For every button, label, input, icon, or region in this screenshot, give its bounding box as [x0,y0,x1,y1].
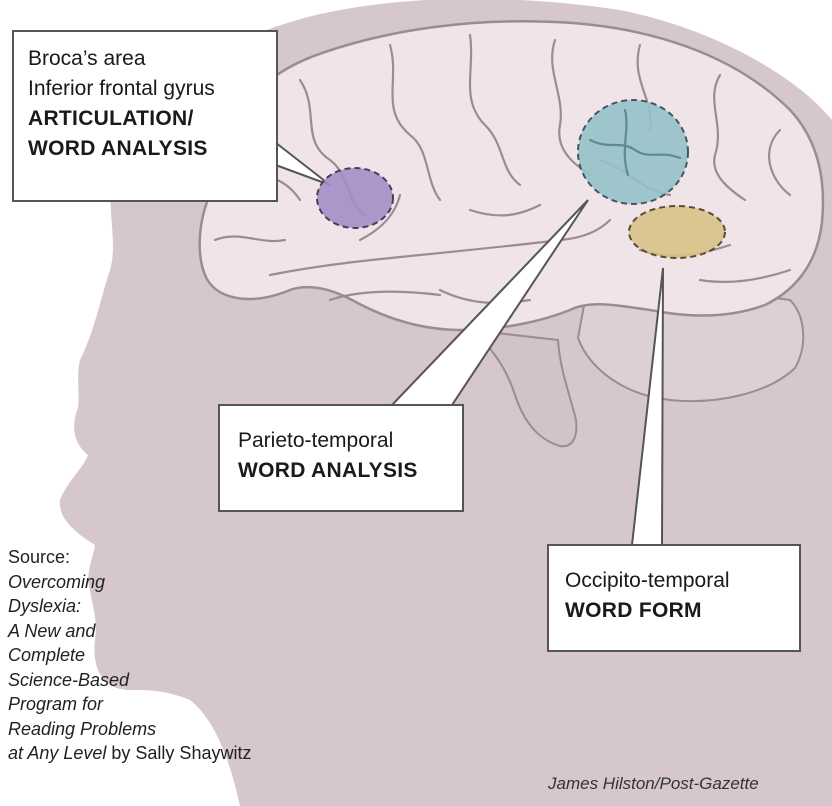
source-title-line: Dyslexia: [8,594,251,619]
broca-callout: Broca’s area Inferior frontal gyrus ARTI… [12,30,278,202]
parieto-title: Parieto-temporal [238,426,450,456]
parieto-temporal-region [578,100,688,204]
broca-title: Broca’s area [28,44,264,74]
source-title-line: Reading Problems [8,717,251,742]
source-title-line: Overcoming [8,570,251,595]
source-title-line: Science-Based [8,668,251,693]
occipito-temporal-region [629,206,725,258]
source-author: by Sally Shaywitz [106,743,251,763]
source-title-line: Complete [8,643,251,668]
parieto-function: WORD ANALYSIS [238,456,450,486]
source-title-line: A New and [8,619,251,644]
source-title-line: Program for [8,692,251,717]
broca-region [317,168,393,228]
illustration-credit: James Hilston/Post-Gazette [548,774,759,794]
source-prefix: Source: [8,545,251,570]
broca-function-line1: ARTICULATION/ [28,104,264,134]
parieto-callout: Parieto-temporal WORD ANALYSIS [218,404,464,512]
source-last-line: at Any Level by Sally Shaywitz [8,741,251,766]
occipito-function: WORD FORM [565,596,787,626]
occipito-callout: Occipito-temporal WORD FORM [547,544,801,652]
source-title-end: at Any Level [8,743,106,763]
broca-subtitle: Inferior frontal gyrus [28,74,264,104]
occipito-title: Occipito-temporal [565,566,787,596]
broca-function-line2: WORD ANALYSIS [28,134,264,164]
source-citation: Source: Overcoming Dyslexia: A New and C… [8,545,251,766]
